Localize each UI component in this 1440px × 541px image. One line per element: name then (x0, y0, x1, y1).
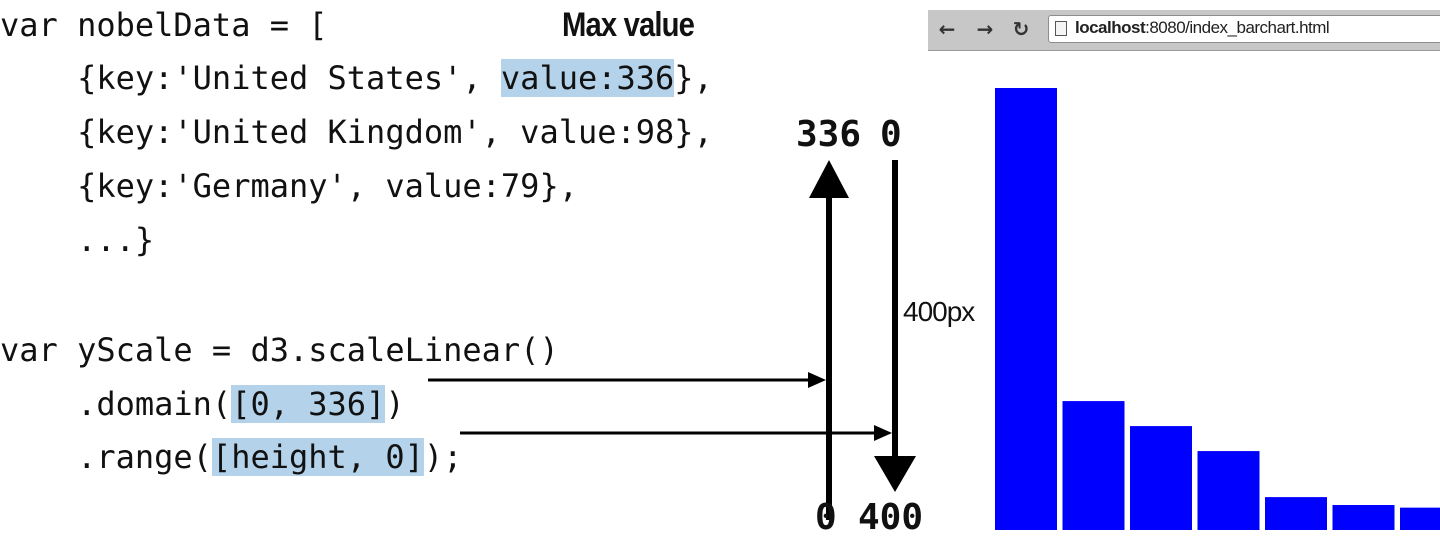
range-top-label: 0 (880, 114, 902, 155)
range-bottom-label: 400 (858, 497, 924, 538)
url-path: :8080/index_barchart.html (1145, 18, 1330, 37)
back-arrow-icon[interactable]: ← (938, 17, 956, 41)
code-line-suffix: ) (385, 385, 405, 423)
code-line-suffix: ); (423, 438, 463, 476)
url-text: localhost:8080/index_barchart.html (1075, 18, 1330, 38)
bar (995, 88, 1057, 530)
domain-arrowhead (809, 160, 849, 198)
domain-connector-arrowhead (808, 372, 826, 388)
code-line-prefix: {key:'United States', (0, 59, 501, 97)
code-line: .range([height, 0]); (0, 437, 462, 477)
bar (1130, 426, 1192, 530)
domain-bottom-label: 0 (815, 497, 837, 538)
code-line: {key:'Germany', value:79}, (0, 167, 578, 205)
code-line: ...} (0, 221, 155, 259)
range-pixels-label: 400px (903, 296, 975, 327)
scale-arrows (428, 160, 916, 520)
bar (1332, 505, 1395, 530)
max-value-highlight: value:336 (500, 59, 675, 97)
bar (1265, 497, 1327, 530)
address-bar[interactable]: localhost:8080/index_barchart.html (1048, 15, 1440, 43)
code-line: var nobelData = [ (0, 6, 328, 44)
bar (1400, 507, 1440, 530)
browser-toolbar: ← → ↻ localhost:8080/index_barchart.html (928, 10, 1440, 51)
range-connector-arrowhead (874, 425, 892, 441)
range-highlight: [height, 0] (211, 438, 424, 476)
max-value-label: Max value (562, 6, 695, 44)
bar (1197, 451, 1260, 530)
url-host: localhost (1075, 18, 1146, 37)
code-line: var yScale = d3.scaleLinear() (0, 331, 559, 369)
domain-highlight: [0, 336] (231, 385, 386, 423)
code-line: {key:'United States', value:336}, (0, 58, 713, 98)
code-line: .domain([0, 336]) (0, 384, 405, 424)
forward-arrow-icon[interactable]: → (976, 17, 994, 41)
code-line-suffix: }, (674, 59, 713, 97)
code-line-prefix: .range( (0, 438, 212, 476)
page-icon (1055, 21, 1067, 36)
range-arrowhead (874, 456, 916, 492)
domain-top-label: 336 (796, 114, 862, 155)
code-line-prefix: .domain( (0, 385, 232, 423)
reload-icon[interactable]: ↻ (1012, 17, 1030, 41)
bar (1062, 401, 1125, 530)
code-line: {key:'United Kingdom', value:98}, (0, 113, 713, 151)
